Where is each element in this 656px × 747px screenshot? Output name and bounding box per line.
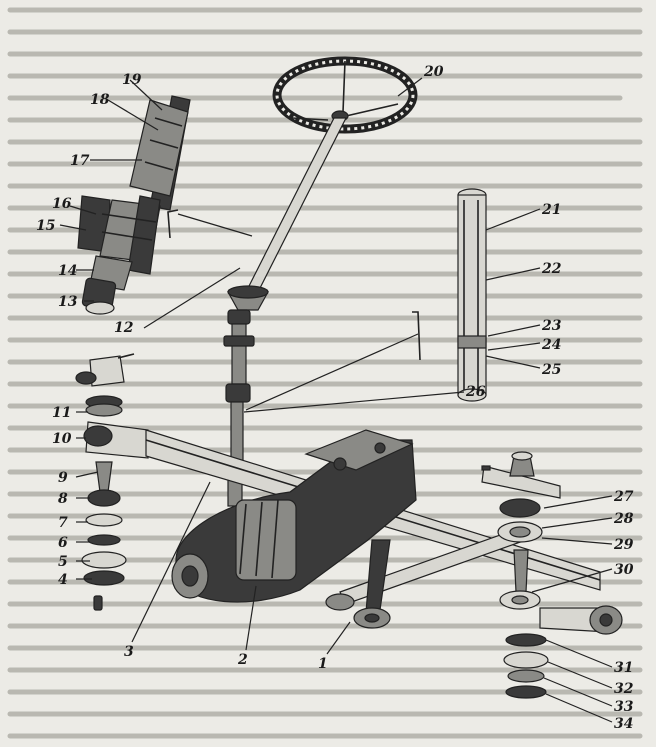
callout-9: 9 bbox=[58, 470, 68, 486]
callout-6: 6 bbox=[58, 535, 68, 551]
callout-20: 20 bbox=[423, 64, 444, 80]
callout-11: 11 bbox=[52, 405, 71, 421]
callout-labels: 1 2 3 4 5 6 7 8 9 10 11 12 13 14 15 16 1… bbox=[36, 64, 634, 732]
callout-7: 7 bbox=[58, 515, 68, 531]
steering-column bbox=[226, 117, 347, 311]
callout-24: 24 bbox=[541, 337, 561, 353]
steering-wheel bbox=[272, 56, 418, 134]
callout-25: 25 bbox=[541, 362, 561, 378]
callout-14: 14 bbox=[58, 263, 77, 279]
left-knuckle-stack bbox=[75, 353, 135, 611]
pitman-arm bbox=[325, 539, 391, 629]
steering-gear-box bbox=[171, 429, 417, 603]
callout-33: 33 bbox=[614, 699, 634, 715]
column-upper-bearing-assembly bbox=[77, 95, 191, 315]
callout-30: 30 bbox=[614, 562, 634, 578]
callout-8: 8 bbox=[58, 491, 68, 507]
callout-22: 22 bbox=[541, 261, 562, 277]
group-bracket-left bbox=[167, 209, 179, 239]
callout-31: 31 bbox=[614, 660, 633, 676]
callout-10: 10 bbox=[52, 431, 72, 447]
callout-15: 15 bbox=[36, 218, 55, 234]
callout-26: 26 bbox=[465, 384, 486, 400]
callout-34: 34 bbox=[614, 716, 633, 732]
callout-1: 1 bbox=[318, 656, 328, 672]
callout-32: 32 bbox=[614, 681, 634, 697]
tie-rod-end-right bbox=[539, 605, 623, 635]
callout-19: 19 bbox=[122, 72, 142, 88]
callout-4: 4 bbox=[58, 572, 68, 588]
callout-27: 27 bbox=[613, 489, 634, 505]
callout-13: 13 bbox=[58, 294, 78, 310]
leader-lines bbox=[59, 77, 613, 723]
right-knuckle-stack bbox=[481, 451, 561, 699]
callout-28: 28 bbox=[613, 511, 634, 527]
group-bracket-right bbox=[412, 311, 421, 361]
callout-16: 16 bbox=[52, 196, 72, 212]
callout-29: 29 bbox=[613, 537, 634, 553]
shaft-tube bbox=[457, 188, 487, 402]
callout-5: 5 bbox=[58, 554, 68, 570]
callout-18: 18 bbox=[90, 92, 110, 108]
callout-21: 21 bbox=[541, 202, 561, 218]
callout-23: 23 bbox=[541, 318, 562, 334]
callout-3: 3 bbox=[124, 644, 134, 660]
callout-12: 12 bbox=[114, 320, 134, 336]
callout-2: 2 bbox=[237, 652, 248, 668]
callout-17: 17 bbox=[70, 153, 90, 169]
